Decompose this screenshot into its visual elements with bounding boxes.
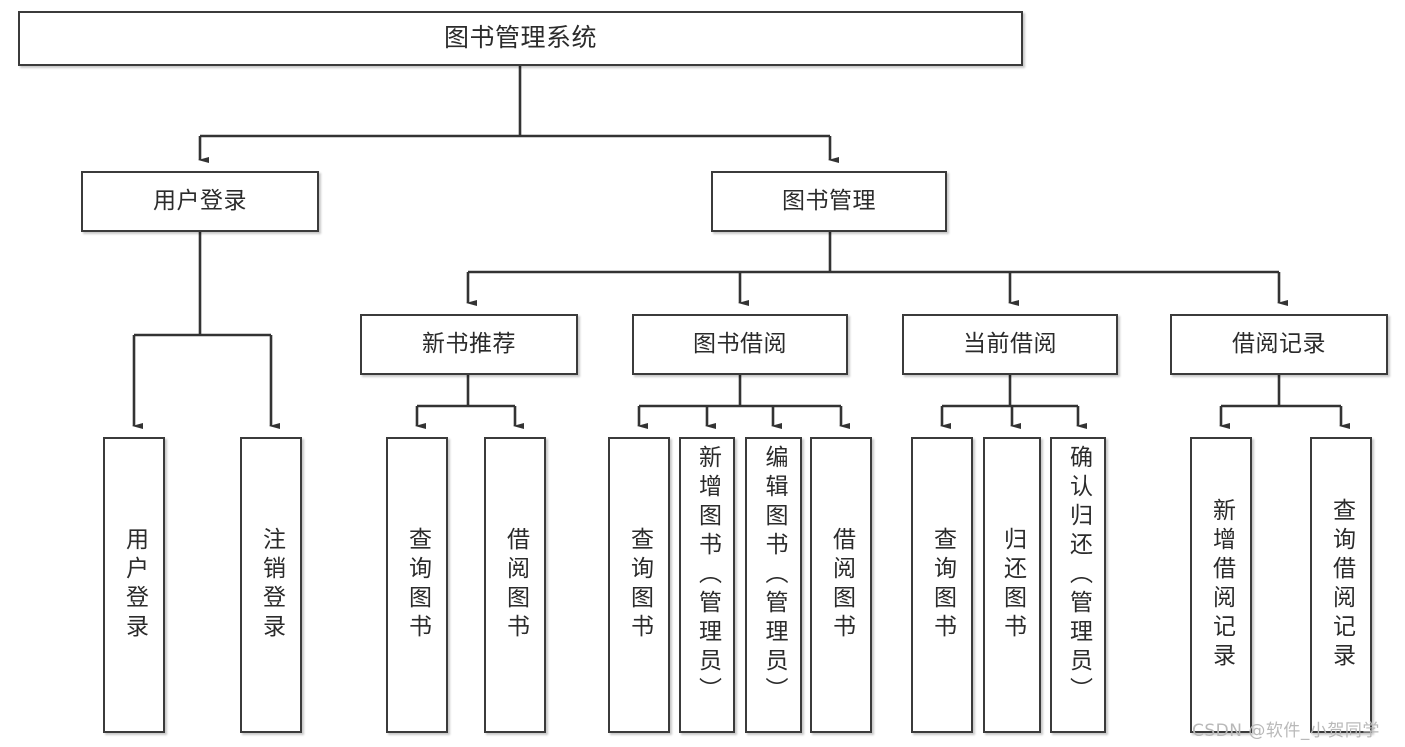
node-user-login[interactable]: 用户登录: [81, 171, 319, 232]
leaf-return-book[interactable]: 归还图书: [983, 437, 1041, 733]
node-label: 确认归还（管理员）: [1065, 445, 1092, 706]
node-label: 注销登录: [258, 527, 285, 643]
leaf-query-borrow-record[interactable]: 查询借阅记录: [1310, 437, 1372, 733]
node-label: 图书管理系统: [443, 23, 597, 53]
node-label: 新增借阅记录: [1208, 498, 1235, 672]
leaf-borrow-book-recommend[interactable]: 借阅图书: [484, 437, 546, 733]
leaf-query-book-borrow[interactable]: 查询图书: [608, 437, 670, 733]
node-label: 借阅记录: [1232, 331, 1326, 358]
csdn-watermark: CSDN @软件_小贺同学: [1192, 721, 1380, 741]
node-label: 借阅图书: [502, 527, 529, 643]
node-label: 查询图书: [929, 527, 956, 643]
node-label: 查询图书: [404, 527, 431, 643]
leaf-logout[interactable]: 注销登录: [240, 437, 302, 733]
node-label: 归还图书: [999, 527, 1026, 643]
node-borrow-record[interactable]: 借阅记录: [1170, 314, 1388, 375]
node-label: 查询借阅记录: [1328, 498, 1355, 672]
node-label: 新增图书（管理员）: [694, 445, 721, 706]
node-label: 编辑图书（管理员）: [761, 445, 787, 706]
leaf-query-book-current[interactable]: 查询图书: [911, 437, 973, 733]
leaf-edit-book-admin[interactable]: 编辑图书（管理员）: [745, 437, 802, 733]
node-label: 查询图书: [626, 527, 653, 643]
node-label: 图书借阅: [693, 331, 787, 358]
leaf-user-login[interactable]: 用户登录: [103, 437, 165, 733]
node-label: 借阅图书: [828, 527, 855, 643]
node-label: 用户登录: [153, 188, 247, 215]
leaf-query-book-recommend[interactable]: 查询图书: [386, 437, 448, 733]
leaf-borrow-book[interactable]: 借阅图书: [810, 437, 872, 733]
node-label: 用户登录: [121, 527, 148, 643]
node-label: 当前借阅: [963, 331, 1057, 358]
node-book-management[interactable]: 图书管理: [711, 171, 947, 232]
node-label: 图书管理: [782, 188, 876, 215]
leaf-confirm-return-admin[interactable]: 确认归还（管理员）: [1050, 437, 1106, 733]
leaf-add-borrow-record[interactable]: 新增借阅记录: [1190, 437, 1252, 733]
leaf-add-book-admin[interactable]: 新增图书（管理员）: [679, 437, 735, 733]
node-current-borrow[interactable]: 当前借阅: [902, 314, 1118, 375]
node-label: 新书推荐: [422, 331, 516, 358]
node-new-book-recommend[interactable]: 新书推荐: [360, 314, 578, 375]
node-book-borrow[interactable]: 图书借阅: [632, 314, 848, 375]
node-book-management-system[interactable]: 图书管理系统: [18, 11, 1023, 66]
